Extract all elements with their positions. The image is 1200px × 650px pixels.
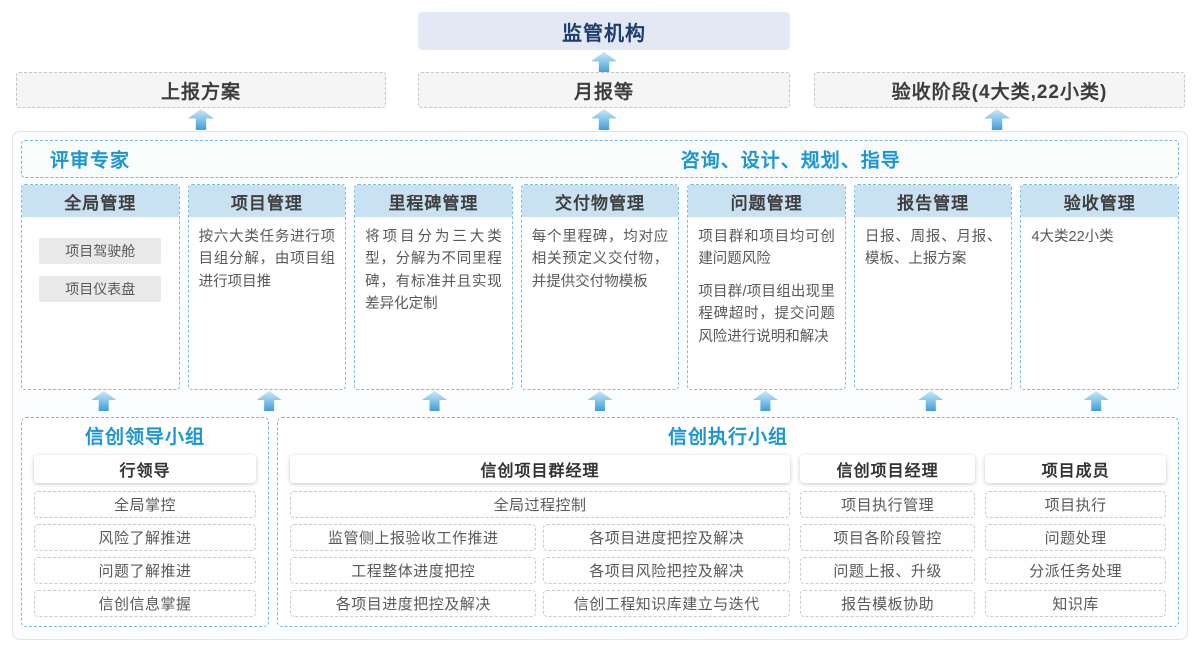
up-arrow-icon	[984, 109, 1010, 130]
list-item: 全局掌控	[34, 491, 256, 518]
up-arrow-icon	[1083, 391, 1109, 411]
column-text: 4大类22小类	[1031, 229, 1114, 245]
up-arrow-icon	[752, 391, 778, 411]
column-acceptance-management: 验收管理 4大类22小类	[1020, 184, 1180, 390]
monthly-report-box: 月报等	[418, 72, 790, 108]
column-body: 4大类22小类	[1021, 217, 1178, 267]
column-text: 每个里程碑，均对应相关预定义交付物，并提供交付物模板	[531, 229, 669, 290]
column-title: 验收管理	[1021, 185, 1179, 217]
project-manager-role: 信创项目经理	[799, 455, 976, 483]
column-title: 问题管理	[688, 185, 845, 217]
column-body: 项目驾驶舱 项目仪表盘	[22, 217, 179, 311]
project-member-section: 项目成员 项目执行 问题处理 分派任务处理 知识库	[985, 455, 1166, 623]
regulator-box: 监管机构	[418, 12, 790, 50]
column-title: 里程碑管理	[355, 185, 512, 217]
execution-group: 信创执行小组 信创项目群经理 全局过程控制 监管侧上报验收工作推进 各项目进度把…	[277, 417, 1179, 627]
up-arrow-icon	[591, 52, 617, 73]
list-item: 项目各阶段管控	[799, 524, 976, 551]
list-item: 监管侧上报验收工作推进	[290, 524, 537, 551]
bank-leader-role: 行领导	[34, 455, 256, 483]
column-title: 报告管理	[854, 185, 1012, 217]
list-item: 信创工程知识库建立与迭代	[543, 590, 790, 617]
column-title: 全局管理	[22, 185, 179, 217]
column-global-management: 全局管理 项目驾驶舱 项目仪表盘	[21, 184, 180, 390]
list-item: 信创信息掌握	[34, 590, 256, 617]
consulting-label: 咨询、设计、规划、指导	[680, 150, 901, 172]
list-item: 问题上报、升级	[799, 557, 976, 584]
up-arrow-icon	[188, 109, 214, 130]
list-item: 项目执行管理	[799, 491, 976, 518]
column-body: 项目群和项目均可创建问题风险 项目群/项目组出现里程碑超时，提交问题风险进行说明…	[688, 217, 845, 367]
column-body: 按六大类任务进行项目组分解，由项目组进行项目推	[189, 217, 346, 312]
project-manager-section: 信创项目经理 项目执行管理 项目各阶段管控 问题上报、升级 报告模板协助	[799, 455, 976, 623]
project-dashboard-chip: 项目仪表盘	[39, 276, 162, 302]
column-text: 日报、周报、月报、模板、上报方案	[864, 229, 1002, 268]
project-member-role: 项目成员	[985, 455, 1166, 483]
program-manager-role: 信创项目群经理	[290, 455, 790, 483]
list-item: 分派任务处理	[985, 557, 1166, 584]
review-experts-label: 评审专家	[50, 150, 131, 172]
leadership-group: 信创领导小组 行领导 全局掌控 风险了解推进 问题了解推进 信创信息掌握	[21, 417, 269, 627]
execution-group-title: 信创执行小组	[667, 427, 788, 448]
list-item: 报告模板协助	[799, 590, 976, 617]
column-text: 项目群和项目均可创建问题风险	[698, 229, 835, 268]
column-milestone-management: 里程碑管理 将项目分为三大类型，分解为不同里程碑，有标准并且实现差异化定制	[354, 184, 513, 390]
column-text: 项目群/项目组出现里程碑超时，提交问题风险进行说明和解决	[698, 283, 835, 345]
up-arrow-icon	[591, 109, 617, 130]
panel-header: 评审专家 咨询、设计、规划、指导	[21, 140, 1179, 178]
column-project-management: 项目管理 按六大类任务进行项目组分解，由项目组进行项目推	[187, 184, 347, 390]
column-report-management: 报告管理 日报、周报、月报、模板、上报方案	[853, 184, 1013, 390]
column-title: 项目管理	[188, 185, 346, 217]
up-arrow-icon	[918, 391, 944, 411]
list-item: 问题处理	[985, 524, 1166, 551]
list-item: 风险了解推进	[34, 524, 256, 551]
platform-panel: 评审专家 咨询、设计、规划、指导 全局管理 项目驾驶舱 项目仪表盘 项目管理 按…	[12, 131, 1188, 640]
list-item: 项目执行	[985, 491, 1166, 518]
management-columns: 全局管理 项目驾驶舱 项目仪表盘 项目管理 按六大类任务进行项目组分解，由项目组…	[21, 184, 1180, 390]
column-body: 日报、周报、月报、模板、上报方案	[855, 217, 1012, 290]
program-manager-section: 信创项目群经理 全局过程控制 监管侧上报验收工作推进 各项目进度把控及解决 工程…	[290, 455, 790, 623]
bottom-groups: 信创领导小组 行领导 全局掌控 风险了解推进 问题了解推进 信创信息掌握 信创执…	[21, 417, 1179, 627]
column-arrows	[21, 390, 1179, 417]
column-title: 交付物管理	[521, 185, 679, 217]
column-text: 按六大类任务进行项目组分解，由项目组进行项目推	[198, 229, 336, 290]
column-text: 将项目分为三大类型，分解为不同里程碑，有标准并且实现差异化定制	[365, 229, 502, 313]
column-deliverable-management: 交付物管理 每个里程碑，均对应相关预定义交付物，并提供交付物模板	[520, 184, 680, 390]
list-item: 各项目风险把控及解决	[543, 557, 790, 584]
acceptance-stage-box: 验收阶段(4大类,22小类)	[814, 72, 1185, 108]
leadership-group-title: 信创领导小组	[84, 427, 205, 448]
column-body: 将项目分为三大类型，分解为不同里程碑，有标准并且实现差异化定制	[355, 217, 512, 335]
report-plan-box: 上报方案	[16, 72, 386, 108]
up-arrow-icon	[587, 391, 613, 411]
list-item: 工程整体进度把控	[290, 557, 537, 584]
list-item: 全局过程控制	[290, 491, 790, 518]
up-arrow-icon	[256, 391, 282, 411]
project-cockpit-chip: 项目驾驶舱	[39, 238, 162, 264]
up-arrow-icon	[91, 391, 117, 411]
list-item: 问题了解推进	[34, 557, 256, 584]
list-item: 各项目进度把控及解决	[543, 524, 790, 551]
list-item: 知识库	[985, 590, 1166, 617]
list-item: 各项目进度把控及解决	[290, 590, 537, 617]
up-arrow-icon	[422, 391, 448, 411]
column-body: 每个里程碑，均对应相关预定义交付物，并提供交付物模板	[522, 217, 679, 312]
column-issue-management: 问题管理 项目群和项目均可创建问题风险 项目群/项目组出现里程碑超时，提交问题风…	[687, 184, 846, 390]
